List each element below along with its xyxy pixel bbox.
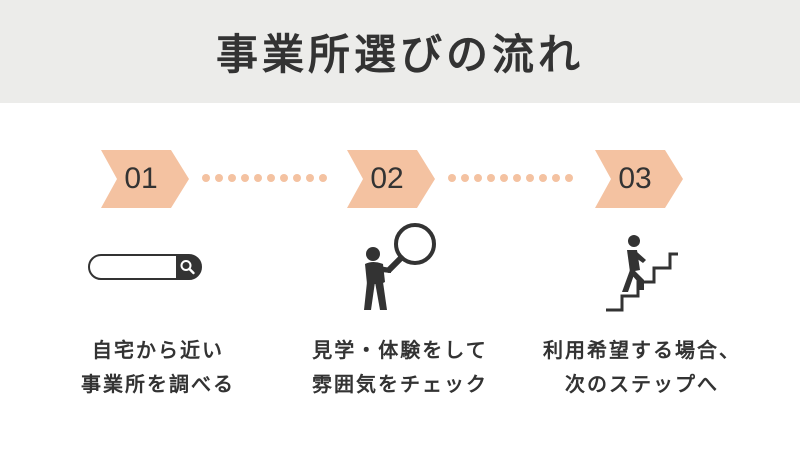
- chevron-badge-shape: [101, 150, 189, 208]
- step-caption-02: 見学・体験をして 雰囲気をチェック: [280, 333, 520, 401]
- step-badge-03: 03: [595, 150, 683, 208]
- search-bar-icon: [88, 252, 204, 282]
- caption-line: 見学・体験をして: [312, 338, 488, 362]
- step-number: 03: [618, 162, 652, 195]
- chevron-badge-shape: [347, 150, 435, 208]
- dotted-connector-1-2: [202, 174, 327, 184]
- dotted-connector-2-3: [448, 174, 573, 184]
- caption-line: 利用希望する場合、: [543, 338, 741, 362]
- step-caption-01: 自宅から近い 事業所を調べる: [38, 333, 278, 401]
- caption-line: 事業所を調べる: [81, 372, 235, 396]
- step-badge-02: 02: [347, 150, 435, 208]
- caption-line: 次のステップへ: [565, 372, 719, 396]
- step-number: 02: [370, 162, 404, 195]
- chevron-badge-shape: [595, 150, 683, 208]
- step-number: 01: [124, 162, 158, 195]
- header-banner: 事業所選びの流れ: [0, 0, 800, 103]
- caption-line: 自宅から近い: [92, 338, 224, 362]
- page-title: 事業所選びの流れ: [215, 30, 584, 79]
- step-caption-03: 利用希望する場合、 次のステップへ: [522, 333, 762, 401]
- caption-line: 雰囲気をチェック: [312, 372, 488, 396]
- person-climbing-stairs-icon: [604, 234, 680, 312]
- step-badge-01: 01: [101, 150, 189, 208]
- person-with-magnifier-icon: [355, 220, 445, 312]
